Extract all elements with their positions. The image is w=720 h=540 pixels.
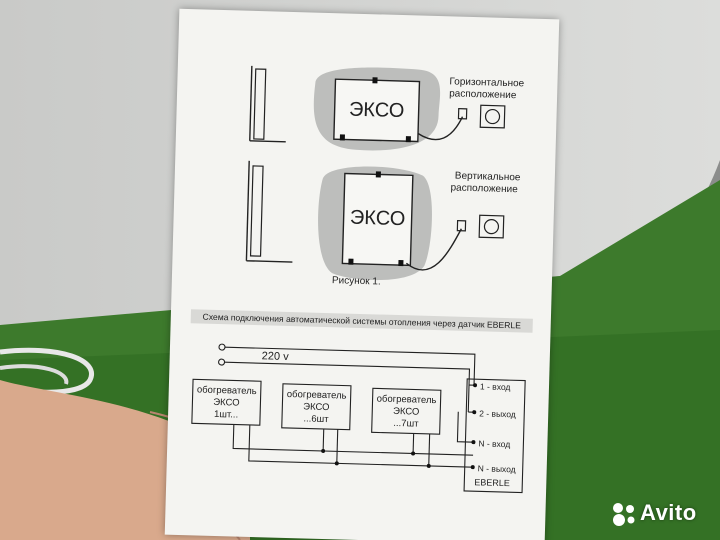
power-line-2 — [224, 361, 471, 413]
terminal-2: 2 - выход — [479, 408, 516, 419]
heater-box-2 — [281, 383, 352, 431]
svg-text:...6шт: ...6шт — [303, 413, 329, 425]
watermark-text: Avito — [640, 500, 697, 525]
heater-box-3 — [371, 387, 442, 435]
horizontal-label-1: Горизонтальное — [449, 76, 524, 89]
heater-name-horizontal: ЭКСО — [349, 99, 405, 123]
avito-watermark: Avito — [610, 500, 706, 528]
heater-horizontal — [333, 78, 421, 143]
terminal-1: 1 - вход — [480, 381, 511, 392]
socket-top — [479, 104, 506, 129]
horizontal-label-2: расположение — [449, 88, 517, 101]
svg-text:обогреватель: обогреватель — [197, 384, 257, 397]
svg-text:...7шт: ...7шт — [393, 418, 419, 430]
instruction-sheet: ЭКСО ЭКСО Горизонтальное расположение Ве… — [164, 8, 560, 540]
terminal-3: N - вход — [478, 438, 510, 449]
figure-caption: Рисунок 1. — [332, 275, 381, 287]
svg-text:1шт...: 1шт... — [214, 409, 238, 421]
schema-title-band — [190, 309, 533, 333]
bus-n-in — [232, 424, 474, 456]
svg-text:ЭКСО: ЭКСО — [393, 406, 420, 418]
voltage-label: 220 v — [262, 350, 290, 363]
bus-n-out — [248, 424, 473, 468]
wall-side-top — [249, 65, 253, 141]
avito-logo-icon — [613, 503, 635, 526]
svg-text:обогреватель: обогреватель — [377, 393, 437, 406]
terminal-4: N - выход — [478, 463, 516, 474]
heater-box-1 — [191, 378, 262, 426]
wall-side-bottom — [245, 160, 250, 261]
wiring-diagram: ЭКСО ЭКСО Горизонтальное расположение Ве… — [190, 65, 533, 494]
svg-text:обогреватель: обогреватель — [287, 389, 347, 402]
heater-name-vertical: ЭКСО — [350, 207, 406, 231]
socket-bottom — [478, 214, 505, 239]
controller-name: EBERLE — [474, 477, 510, 488]
svg-text:ЭКСО: ЭКСО — [303, 401, 330, 413]
svg-text:ЭКСО: ЭКСО — [213, 397, 240, 409]
vertical-label-1: Вертикальное — [455, 171, 521, 184]
vertical-label-2: расположение — [450, 182, 518, 195]
power-line-1 — [224, 346, 476, 386]
eberle-controller — [463, 378, 526, 494]
